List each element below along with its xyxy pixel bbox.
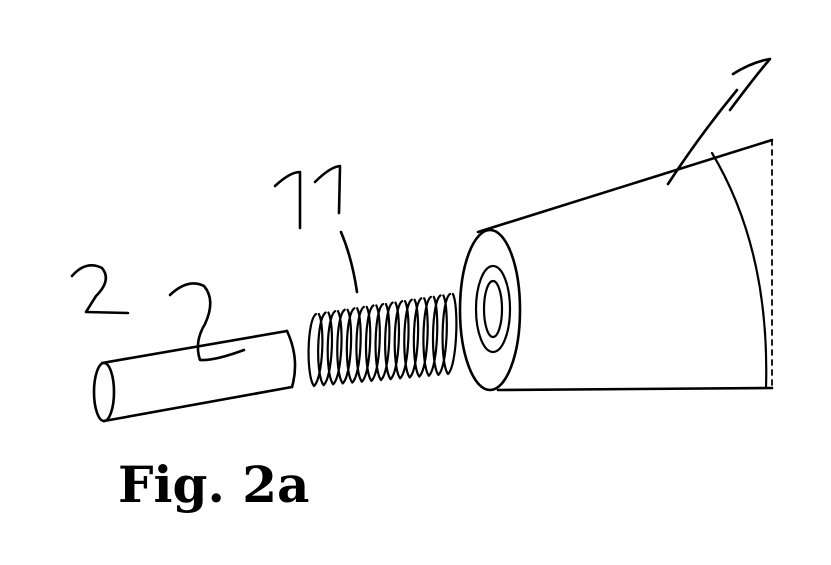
leader-line-11: [339, 230, 359, 294]
leader-line-2: [168, 282, 246, 362]
reference-numeral-11: [273, 164, 342, 230]
figure-caption: Fig. 2a: [118, 455, 309, 514]
spring-coil: [307, 292, 458, 388]
spring-part: [307, 292, 458, 388]
reference-numeral-1: [728, 57, 772, 112]
leader-line-1: [666, 88, 739, 186]
reference-numeral-2: [70, 264, 130, 315]
conical-body-part: [458, 138, 774, 392]
pin-part: [92, 329, 297, 423]
